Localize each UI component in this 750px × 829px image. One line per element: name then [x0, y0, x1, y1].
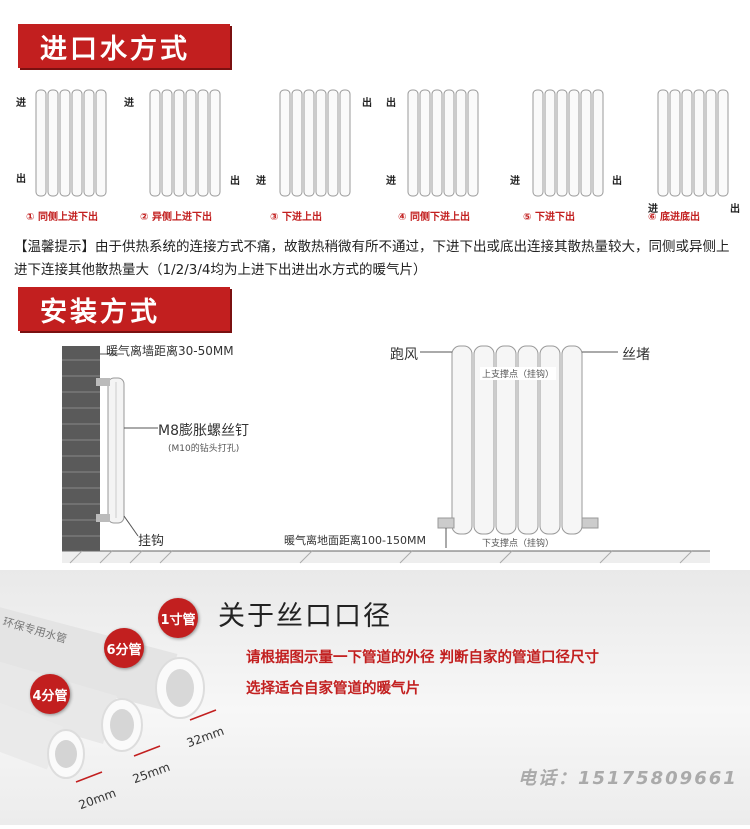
section-title-text: 安装方式	[40, 296, 160, 328]
section-title-inlet: 进口水方式	[18, 24, 230, 68]
diagram-caption: ⑥ 底进底出	[648, 212, 700, 223]
flow-direction-label: 出	[730, 204, 740, 215]
flow-direction-label: 进	[256, 176, 266, 187]
diagram-caption: ④ 同侧下进上出	[398, 212, 470, 223]
flow-direction-label: 出	[362, 98, 372, 109]
radiator-icon	[532, 89, 604, 197]
diagram-caption: ③ 下进上出	[270, 212, 322, 223]
radiator-diagram	[32, 88, 110, 202]
radiator-diagram	[529, 88, 607, 202]
lower-support-label: 下支撑点（挂钩）	[480, 536, 557, 549]
tip-text: 【温馨提示】由于供热系统的连接方式不痛，故散热稍微有所不通过，下进下出或底出连接…	[14, 239, 730, 278]
diagram-caption: ② 异侧上进下出	[140, 212, 212, 223]
flow-direction-label: 进	[124, 98, 134, 109]
pipe-badge-1: 1寸管	[158, 598, 198, 638]
section-title-text: 进口水方式	[40, 33, 190, 65]
radiator-icon	[657, 89, 729, 197]
flow-direction-label: 进	[16, 98, 26, 109]
install-illustration	[62, 345, 710, 564]
plug-label: 丝堵	[622, 347, 650, 363]
radiator-diagram	[276, 88, 354, 202]
flow-direction-label: 出	[16, 174, 26, 185]
pipe-title: 关于丝口口径	[218, 601, 392, 632]
bolt-note-label: (M10的钻头打孔)	[168, 444, 240, 454]
vent-label: 跑风	[390, 347, 418, 363]
install-diagram: 暖气离墙距离30-50MM M8膨胀螺丝钉 (M10的钻头打孔) 挂钩 跑风 丝…	[0, 338, 750, 570]
pipe-badge-3: 4分管	[30, 674, 70, 714]
flow-direction-label: 进	[386, 176, 396, 187]
radiator-icon	[35, 89, 107, 197]
floor-distance-label: 暖气离地面距离100-150MM	[284, 534, 426, 547]
flow-direction-label: 进	[648, 204, 658, 215]
pipe-desc-1: 请根据图示量一下管道的外径 判断自家的管道口径尺寸	[246, 650, 600, 666]
radiator-icon	[279, 89, 351, 197]
flow-direction-label: 进	[510, 176, 520, 187]
diagram-caption: ⑤ 下进下出	[523, 212, 575, 223]
radiator-icon	[149, 89, 221, 197]
pipe-desc-2: 选择适合自家管道的暖气片	[246, 681, 420, 697]
diagram-caption: ① 同侧上进下出	[26, 212, 98, 223]
pipe-badge-2: 6分管	[104, 628, 144, 668]
hook-label: 挂钩	[138, 534, 165, 549]
flow-direction-label: 出	[230, 176, 240, 187]
radiator-diagram	[654, 88, 732, 202]
radiator-diagram	[404, 88, 482, 202]
phone-number: 电话：15175809661	[518, 768, 738, 789]
flow-direction-label: 出	[386, 98, 396, 109]
flow-direction-label: 出	[612, 176, 622, 187]
radiator-icon	[407, 89, 479, 197]
section-title-install: 安装方式	[18, 287, 230, 331]
upper-support-label: 上支撑点（挂钩）	[480, 367, 557, 380]
wall-distance-label: 暖气离墙距离30-50MM	[106, 344, 234, 358]
bolt-label: M8膨胀螺丝钉	[158, 423, 249, 439]
radiator-diagram	[146, 88, 224, 202]
